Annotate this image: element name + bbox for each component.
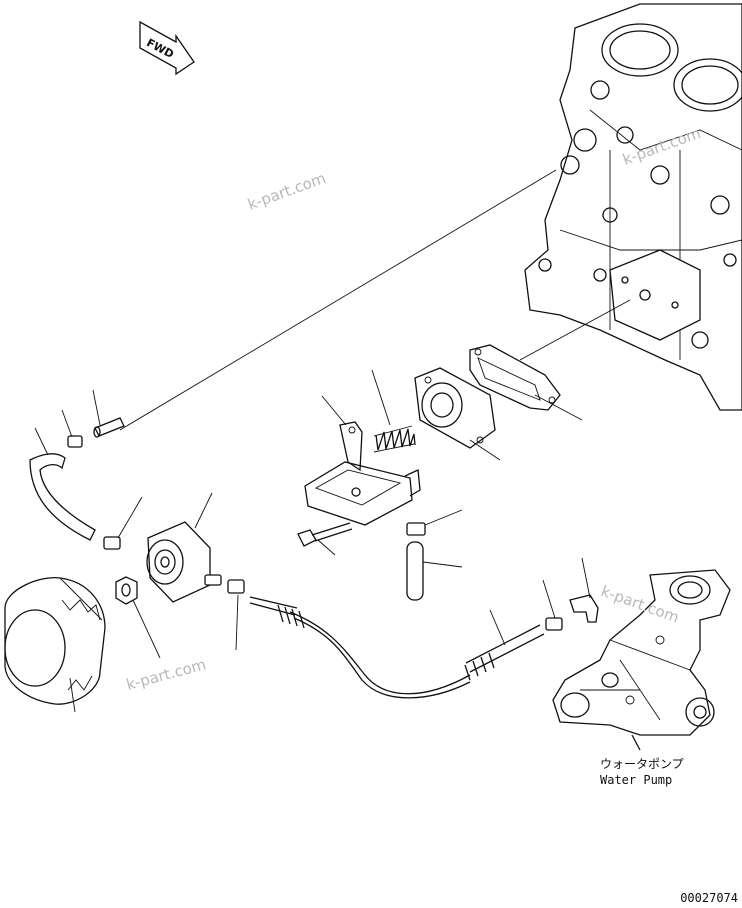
leader-line xyxy=(119,169,557,431)
bolt xyxy=(297,522,353,547)
oil-filter-cartridge xyxy=(4,576,106,705)
engine-block xyxy=(524,3,742,411)
water-pump xyxy=(552,569,731,751)
hose-clip xyxy=(406,522,426,536)
leader-line xyxy=(519,299,631,361)
hose-clamp-lower xyxy=(103,536,121,550)
hex-nut xyxy=(115,576,138,605)
watermark: k-part.com xyxy=(245,169,328,214)
oil-pipe xyxy=(249,596,545,699)
water-pump-label-jp: ウォータポンプ xyxy=(600,757,684,771)
spring xyxy=(373,425,416,453)
connector-fitting xyxy=(93,417,125,438)
fwd-arrow-icon: FWD xyxy=(139,20,195,76)
elbow-fitting xyxy=(569,594,599,623)
oil-cooler-cover xyxy=(414,367,496,449)
hose-clamp-upper xyxy=(67,435,83,448)
gasket xyxy=(469,344,561,411)
connector-nipple xyxy=(204,574,222,586)
hose-clamp-middle xyxy=(227,579,245,594)
hose-clamp-pump xyxy=(545,617,563,631)
water-pump-label-en: Water Pump xyxy=(600,773,672,787)
drawing-number: 00027074 xyxy=(680,891,738,905)
watermark: k-part.com xyxy=(124,655,208,694)
rubber-hose xyxy=(406,541,424,601)
oil-cooler-element xyxy=(146,521,211,603)
mounting-bracket xyxy=(304,421,421,526)
rubber-hose-upper xyxy=(29,453,96,541)
